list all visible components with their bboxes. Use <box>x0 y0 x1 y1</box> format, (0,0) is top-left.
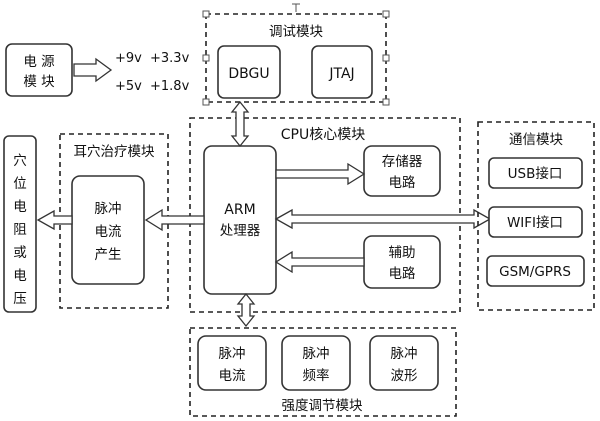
acupoint-char: 阻 <box>13 222 27 238</box>
debug-module-frame <box>205 13 387 103</box>
comm-module: 通信模块 USB接口 WIFI接口 GSM/GPRS <box>477 121 595 311</box>
voltage-3v3: +3.3v <box>150 51 190 66</box>
pulse-generator-line2: 电流 <box>95 224 122 240</box>
selection-handle[interactable] <box>202 98 210 106</box>
voltage-1v8: +1.8v <box>150 79 190 94</box>
storage-circuit-box[interactable] <box>363 145 441 197</box>
wifi-interface-box[interactable] <box>488 206 583 238</box>
cpu-core-module-frame <box>189 117 461 313</box>
acupoint-char: 位 <box>13 176 27 192</box>
selection-handle[interactable] <box>382 10 390 18</box>
power-label-line2: 模 块 <box>23 74 55 90</box>
generator-to-acupoint-arrow <box>36 209 73 231</box>
pulse-frequency-line2: 频率 <box>303 367 330 384</box>
storage-label-line1: 存储器 <box>382 154 423 170</box>
acupoint-char: 电 <box>13 199 27 215</box>
debug-module-title: 调试模块 <box>269 24 323 40</box>
pulse-current-generator-box[interactable] <box>71 175 145 285</box>
aux-to-arm-arrow <box>274 250 365 274</box>
acupoint-box-group: 穴 位 电 阻 或 电 压 <box>3 135 37 313</box>
ear-therapy-module: 耳穴治疗模块 脉冲 电流 产生 <box>59 133 169 309</box>
jtag-box[interactable] <box>311 45 373 99</box>
pulse-frequency-line1: 脉冲 <box>303 346 330 362</box>
arm-intensity-bidirectional-arrow <box>236 292 256 328</box>
cpu-core-module: CPU核心模块 ARM 处理器 存储器 电路 辅助 电路 <box>189 117 461 313</box>
voltage-5v: +5v <box>115 79 142 94</box>
selection-handle[interactable] <box>202 54 210 62</box>
selection-handle[interactable] <box>382 98 390 106</box>
power-box[interactable] <box>5 43 73 97</box>
pulse-frequency-box[interactable] <box>281 335 351 391</box>
acupoint-char: 或 <box>13 245 27 261</box>
pulse-waveform-line1: 脉冲 <box>391 346 418 362</box>
arm-processor-box[interactable] <box>203 145 277 295</box>
acupoint-char: 电 <box>13 268 27 284</box>
jtag-label: JTAJ <box>328 66 354 82</box>
arm-to-storage-arrow <box>275 162 366 186</box>
arm-label-line1: ARM <box>224 202 255 218</box>
pulse-generator-line1: 脉冲 <box>95 201 122 217</box>
intensity-module-frame <box>189 327 457 417</box>
intensity-module-title: 强度调节模块 <box>282 398 363 414</box>
pulse-waveform-line2: 波形 <box>391 368 418 384</box>
pulse-current-line1: 脉冲 <box>219 346 246 362</box>
selection-handle[interactable] <box>202 10 210 18</box>
dbgu-box[interactable] <box>217 45 281 99</box>
pulse-generator-line3: 产生 <box>95 247 122 263</box>
aux-label-line1: 辅助 <box>389 245 416 261</box>
arm-to-generator-arrow <box>144 208 205 232</box>
cpu-core-module-title: CPU核心模块 <box>281 127 365 143</box>
acupoint-char: 压 <box>13 291 27 307</box>
debug-arm-bidirectional-arrow <box>230 100 250 148</box>
power-module: 电 源 模 块 +9v +3.3v +5v +1.8v <box>5 43 190 97</box>
ear-therapy-module-title: 耳穴治疗模块 <box>74 144 155 160</box>
arm-label-line2: 处理器 <box>220 223 261 239</box>
acupoint-char: 穴 <box>13 153 27 169</box>
pulse-current-box[interactable] <box>197 335 267 391</box>
pulse-waveform-box[interactable] <box>369 335 439 391</box>
comm-module-title: 通信模块 <box>509 132 563 148</box>
gsm-gprs-box[interactable] <box>486 255 585 287</box>
acupoint-box[interactable] <box>3 135 37 313</box>
pulse-current-line2: 电流 <box>219 368 246 384</box>
wifi-label: WIFI接口 <box>507 214 563 231</box>
comm-module-frame <box>477 121 595 311</box>
gsm-gprs-label: GSM/GPRS <box>499 264 571 280</box>
usb-label: USB接口 <box>508 165 563 182</box>
arm-comm-bidirectional-arrow <box>274 208 492 230</box>
dbgu-label: DBGU <box>228 66 269 82</box>
power-label-line1: 电 源 <box>23 54 55 70</box>
intensity-module: 强度调节模块 脉冲 电流 脉冲 频率 脉冲 波形 <box>189 327 457 417</box>
aux-label-line2: 电路 <box>389 266 416 282</box>
debug-module: 调试模块 DBGU JTAJ <box>202 3 390 106</box>
selection-handle[interactable] <box>382 54 390 62</box>
voltage-9v: +9v <box>115 51 142 66</box>
power-output-arrow <box>73 57 113 83</box>
storage-label-line2: 电路 <box>389 175 416 191</box>
usb-interface-box[interactable] <box>488 157 583 189</box>
